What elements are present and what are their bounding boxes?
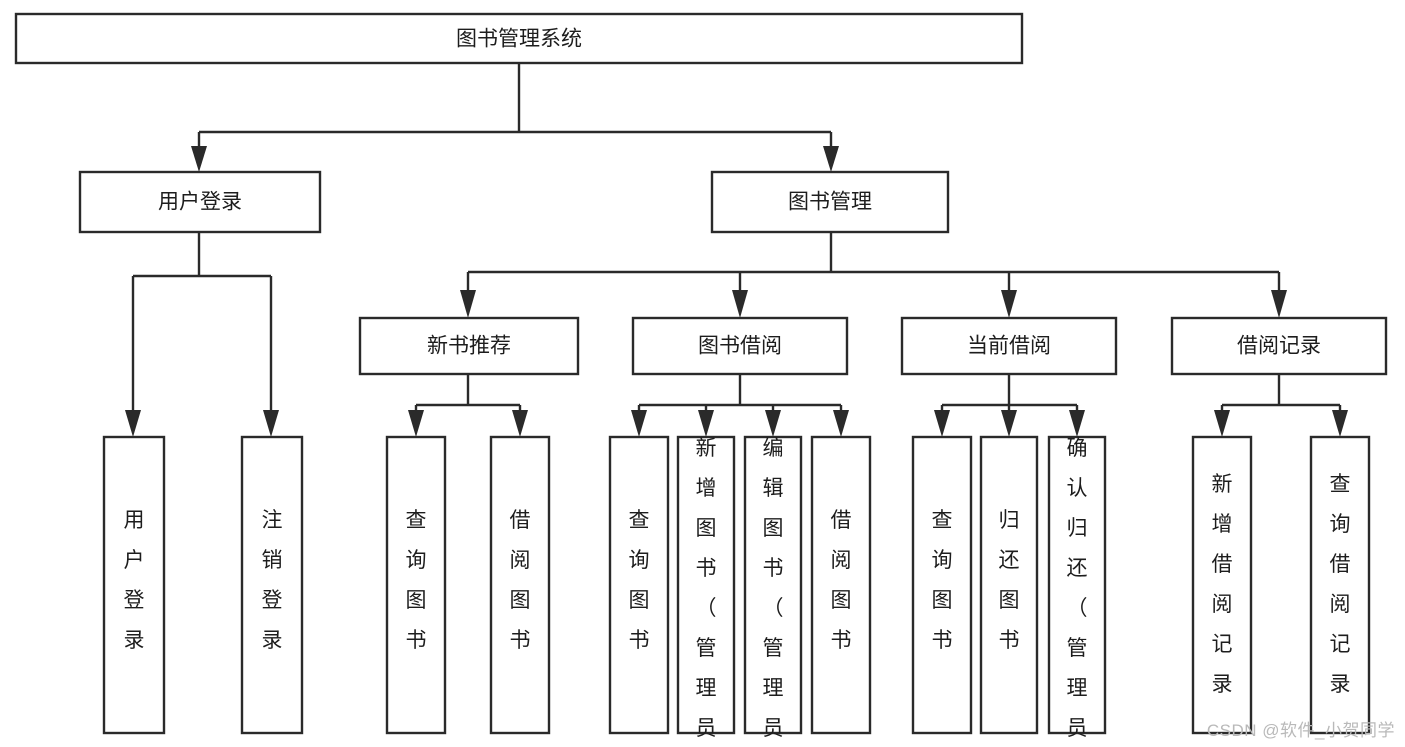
arrowhead-current-borrow: [1001, 290, 1017, 318]
node-borrow-record[interactable]: 借阅记录: [1170, 316, 1388, 376]
node-new-book-recommend-label: 新书推荐: [427, 335, 511, 358]
node-leaf-user-login-box[interactable]: [102, 435, 166, 735]
node-leaf-add-borrow-record-label: 新增借阅记录: [1212, 473, 1233, 696]
node-current-borrow[interactable]: 当前借阅: [900, 316, 1118, 376]
arrowhead-book-borrow: [732, 290, 748, 318]
connector-group-user-login: [125, 232, 279, 437]
arrowhead-leaf-user-login: [125, 410, 141, 437]
node-leaf-borrow-book-box[interactable]: [810, 435, 872, 735]
node-new-book-recommend[interactable]: 新书推荐: [358, 316, 580, 376]
node-book-borrow-box[interactable]: [631, 316, 849, 376]
connector-group-current-borrow: [934, 374, 1085, 437]
arrowhead-borrow-record: [1271, 290, 1287, 318]
node-leaf-edit-book-box[interactable]: [743, 435, 803, 735]
node-leaf-query-book-current-box[interactable]: [911, 435, 973, 735]
node-leaf-borrow-book-recommend[interactable]: 借阅图书: [489, 435, 551, 735]
node-leaf-query-book-borrow[interactable]: 查询图书: [608, 435, 670, 735]
node-leaf-add-book-box[interactable]: [676, 435, 736, 735]
node-book-management[interactable]: 图书管理: [710, 170, 950, 234]
node-leaf-return-book-box[interactable]: [979, 435, 1039, 735]
node-new-book-recommend-box[interactable]: [358, 316, 580, 376]
connector-group-book-borrow: [631, 374, 849, 437]
node-leaf-query-book-recommend[interactable]: 查询图书: [385, 435, 447, 735]
node-leaf-borrow-book-recommend-box[interactable]: [489, 435, 551, 735]
arrowhead-leaf-query-record: [1332, 410, 1348, 437]
node-leaf-edit-book[interactable]: 编辑图书（管理员）: [743, 435, 803, 747]
node-leaf-confirm-return-label: 确认归还（管理员）: [1067, 437, 1088, 747]
node-leaf-query-borrow-record-box[interactable]: [1309, 435, 1371, 735]
arrowhead-new-book-recommend: [460, 290, 476, 318]
node-leaf-add-book-label: 新增图书（管理员）: [696, 437, 717, 747]
node-leaf-query-book-borrow-box[interactable]: [608, 435, 670, 735]
node-root-system[interactable]: 图书管理系统: [14, 12, 1024, 65]
connector-group-root: [191, 63, 839, 172]
node-user-login-label: 用户登录: [158, 191, 242, 214]
connector-group-new-book: [408, 374, 528, 437]
node-leaf-query-book-borrow-label: 查询图书: [629, 509, 650, 652]
node-borrow-record-label: 借阅记录: [1237, 335, 1321, 358]
arrowhead-leaf-query-book-2: [631, 410, 647, 437]
node-leaf-logout[interactable]: 注销登录: [240, 435, 304, 735]
node-leaf-return-book[interactable]: 归还图书: [979, 435, 1039, 735]
node-user-login-box[interactable]: [78, 170, 322, 234]
node-borrow-record-box[interactable]: [1170, 316, 1388, 376]
node-leaf-user-login[interactable]: 用户登录: [102, 435, 166, 735]
arrowhead-leaf-query-book-1: [408, 410, 424, 437]
node-root-label: 图书管理系统: [456, 28, 582, 51]
arrowhead-leaf-borrow-book-1: [512, 410, 528, 437]
node-leaf-confirm-return-box[interactable]: [1047, 435, 1107, 735]
node-leaf-edit-book-label: 编辑图书（管理员）: [763, 437, 784, 747]
arrowhead-leaf-add-record: [1214, 410, 1230, 437]
node-root-box[interactable]: [14, 12, 1024, 65]
node-leaf-query-book-recommend-box[interactable]: [385, 435, 447, 735]
node-leaf-return-book-label: 归还图书: [999, 509, 1020, 652]
node-user-login[interactable]: 用户登录: [78, 170, 322, 234]
node-leaf-add-book[interactable]: 新增图书（管理员）: [676, 435, 736, 747]
arrowhead-leaf-logout: [263, 410, 279, 437]
node-book-management-label: 图书管理: [788, 191, 872, 214]
node-leaf-borrow-book-recommend-label: 借阅图书: [510, 509, 531, 652]
node-leaf-confirm-return[interactable]: 确认归还（管理员）: [1047, 435, 1107, 747]
node-leaf-borrow-book[interactable]: 借阅图书: [810, 435, 872, 735]
node-leaf-query-book-recommend-label: 查询图书: [406, 509, 427, 652]
node-leaf-query-borrow-record[interactable]: 查询借阅记录: [1309, 435, 1371, 735]
node-leaf-logout-label: 注销登录: [262, 509, 283, 652]
connector-group-borrow-record: [1214, 374, 1348, 437]
arrowhead-leaf-edit-book: [765, 410, 781, 437]
node-leaf-borrow-book-label: 借阅图书: [831, 509, 852, 652]
node-leaf-add-borrow-record[interactable]: 新增借阅记录: [1191, 435, 1253, 735]
node-current-borrow-box[interactable]: [900, 316, 1118, 376]
arrowhead-leaf-return-book: [1001, 410, 1017, 437]
node-current-borrow-label: 当前借阅: [967, 335, 1051, 358]
arrowhead-leaf-confirm-return: [1069, 410, 1085, 437]
node-leaf-logout-box[interactable]: [240, 435, 304, 735]
node-leaf-query-book-current[interactable]: 查询图书: [911, 435, 973, 735]
arrowhead-book-mgmt: [823, 146, 839, 172]
node-leaf-query-book-current-label: 查询图书: [932, 509, 953, 652]
arrowhead-leaf-add-book: [698, 410, 714, 437]
node-book-borrow[interactable]: 图书借阅: [631, 316, 849, 376]
arrowhead-user-login: [191, 146, 207, 172]
node-leaf-query-borrow-record-label: 查询借阅记录: [1330, 473, 1351, 696]
connector-group-book-mgmt: [460, 232, 1287, 318]
node-leaf-user-login-label: 用户登录: [124, 509, 145, 652]
node-book-management-box[interactable]: [710, 170, 950, 234]
node-leaf-add-borrow-record-box[interactable]: [1191, 435, 1253, 735]
arrowhead-leaf-borrow-book-2: [833, 410, 849, 437]
arrowhead-leaf-query-book-3: [934, 410, 950, 437]
node-book-borrow-label: 图书借阅: [698, 335, 782, 358]
